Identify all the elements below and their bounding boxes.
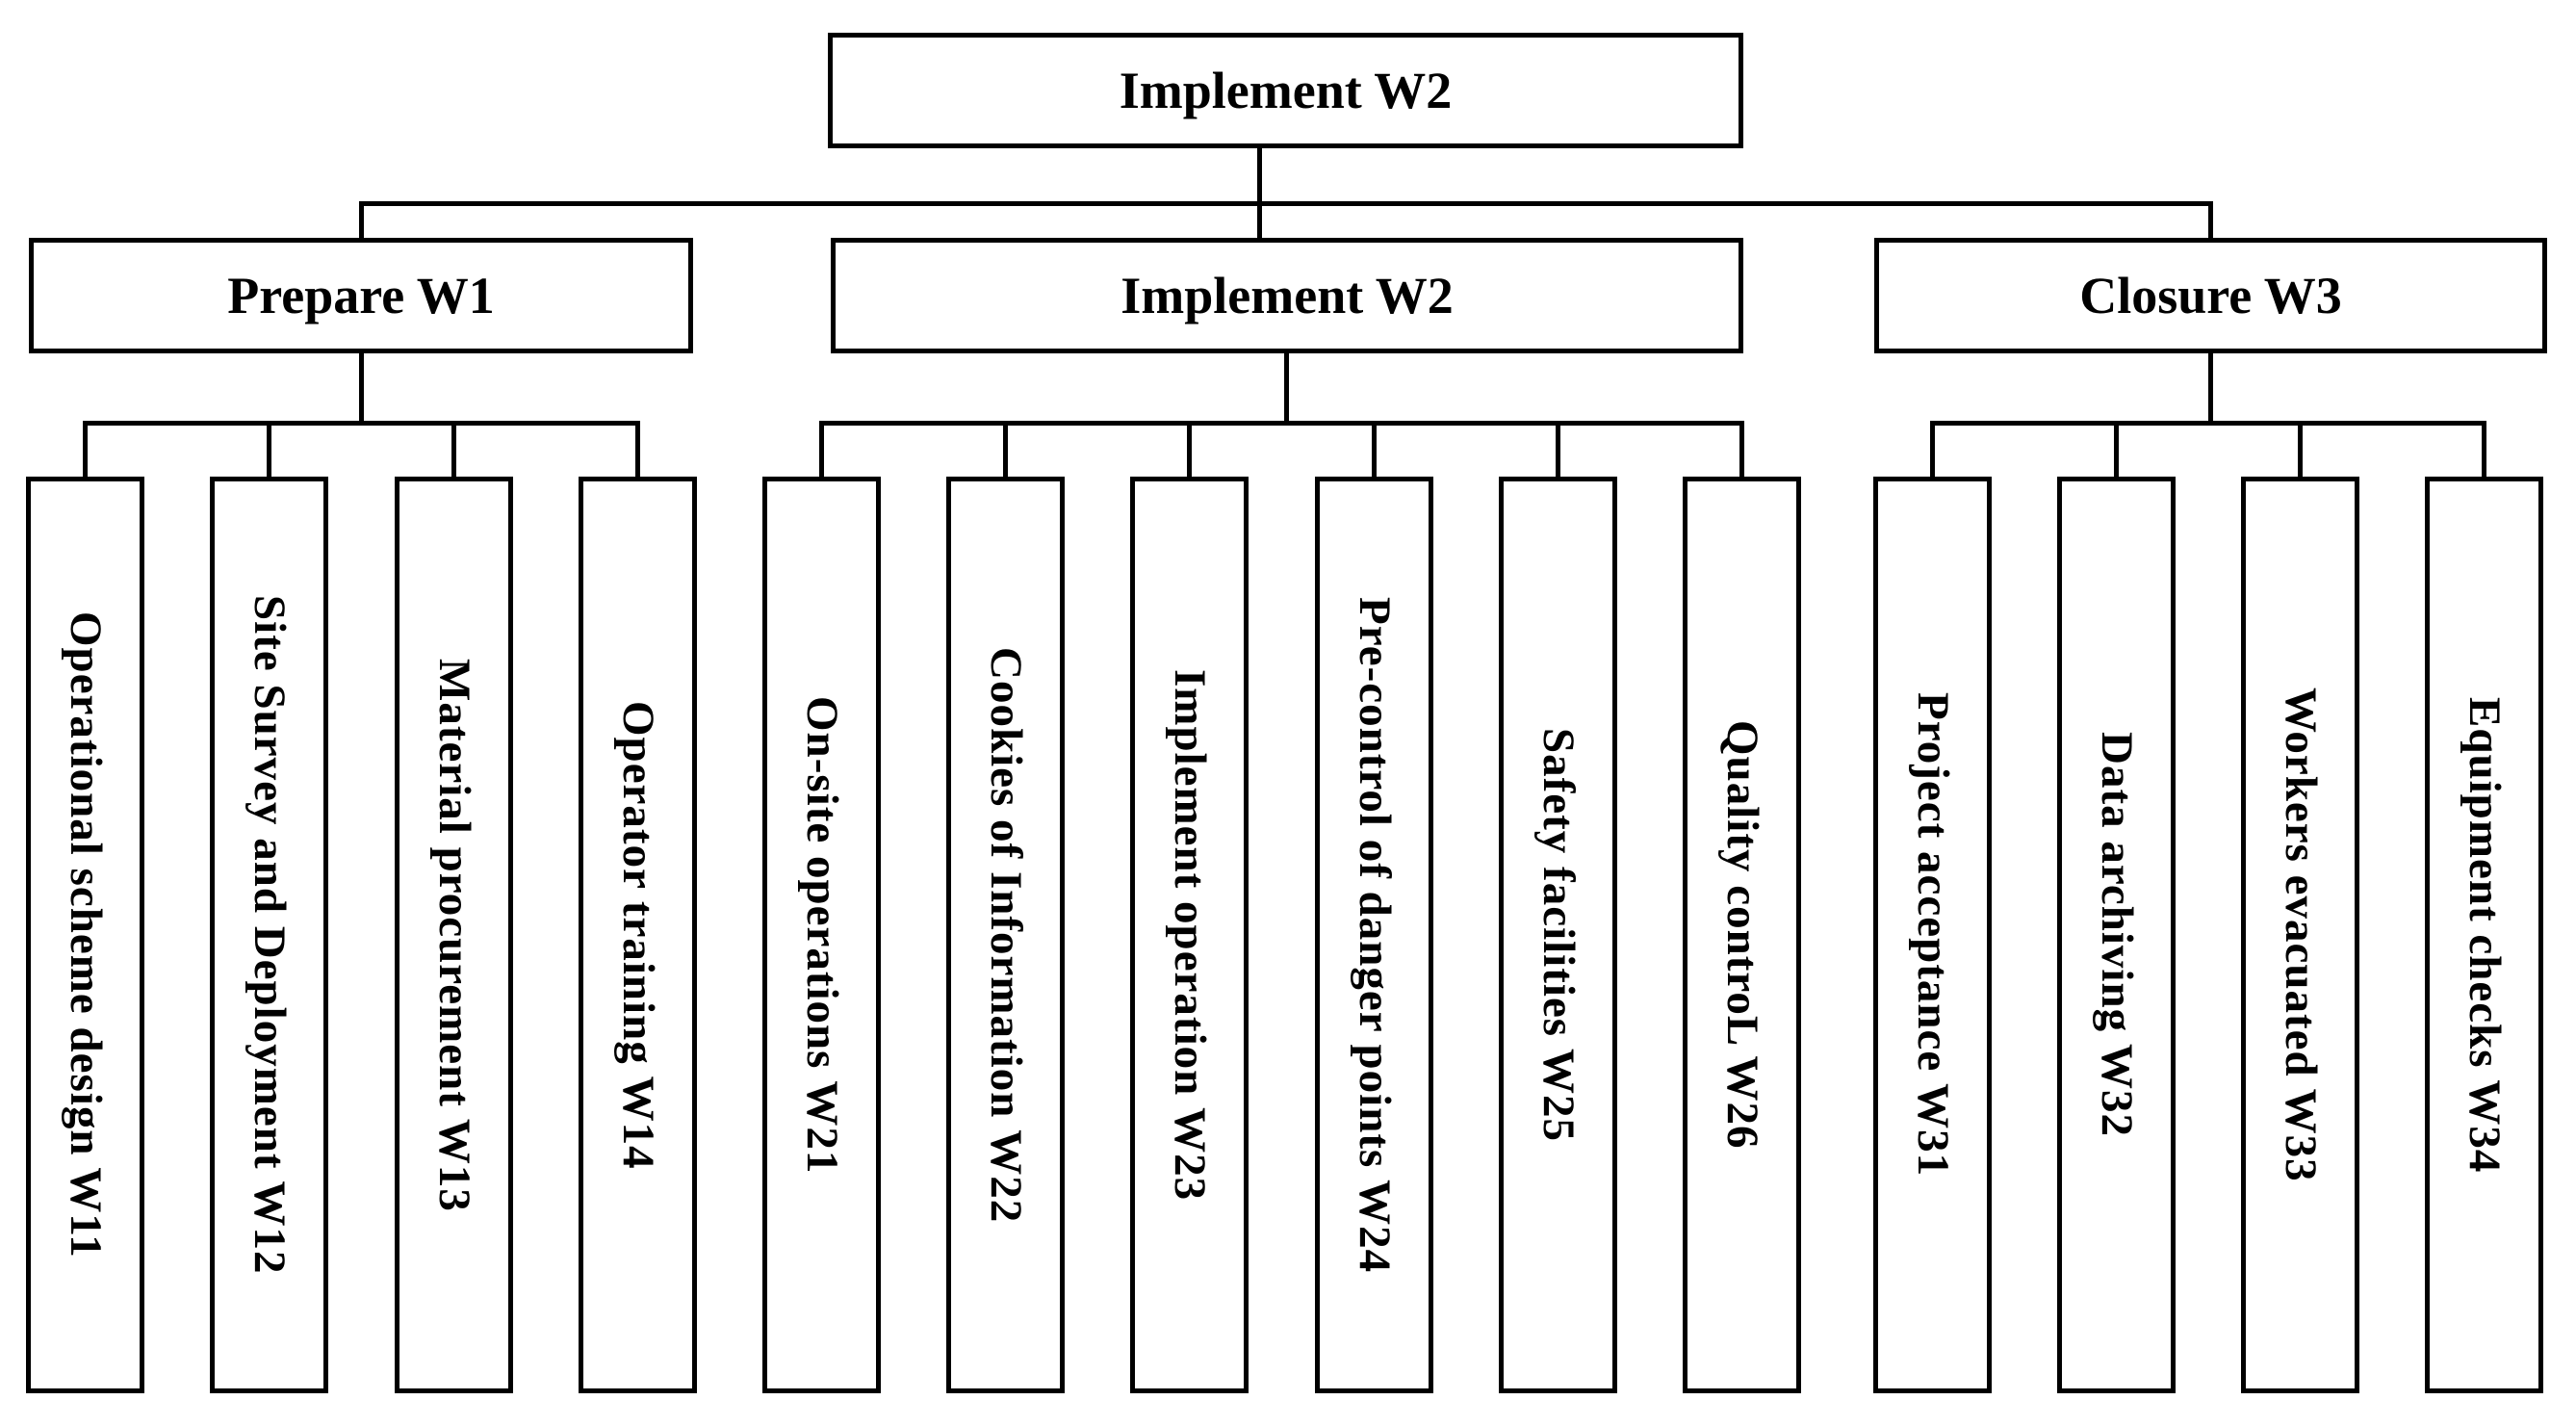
connector-level1-horizontal	[359, 201, 2213, 206]
task-box-w34: Equipment checks W34	[2425, 477, 2543, 1393]
task-box-w24: Pre-control of danger points W24	[1315, 477, 1433, 1393]
connector-w26-drop	[1739, 421, 1744, 477]
phase-label: Prepare W1	[227, 267, 495, 324]
task-label: Operational scheme design W11	[61, 611, 111, 1258]
task-box-w31: Project acceptance W31	[1873, 477, 1992, 1393]
task-box-w13: Material procurement W13	[395, 477, 513, 1393]
task-label: Pre-control of danger points W24	[1350, 596, 1400, 1274]
task-box-w26: Quality controL W26	[1683, 477, 1801, 1393]
connector-w22-drop	[1003, 421, 1008, 477]
task-label: On-site operations W21	[797, 695, 847, 1175]
connector-w23-drop	[1187, 421, 1192, 477]
connector-w12-drop	[267, 421, 271, 477]
root-box: Implement W2	[828, 33, 1743, 148]
task-label: Material procurement W13	[429, 658, 479, 1212]
task-box-w25: Safety facilities W25	[1499, 477, 1617, 1393]
connector-group2-parent-stub	[1284, 351, 1289, 426]
connector-root-vertical	[1257, 146, 1262, 238]
connector-closure-drop	[2208, 201, 2213, 238]
task-box-w12: Site Survey and Deployment W12	[210, 477, 328, 1393]
connector-w24-drop	[1372, 421, 1377, 477]
phase-label: Implement W2	[1121, 267, 1454, 324]
phase-box-closure-w3: Closure W3	[1874, 238, 2547, 353]
task-label: Quality controL W26	[1717, 720, 1767, 1150]
connector-w25-drop	[1556, 421, 1560, 477]
task-box-w22: Cookies of Information W22	[946, 477, 1065, 1393]
root-label: Implement W2	[1119, 62, 1453, 119]
task-label: Operator training W14	[613, 700, 663, 1170]
connector-w31-drop	[1930, 421, 1935, 477]
task-box-w33: Workers evacuated W33	[2241, 477, 2359, 1393]
task-box-w14: Operator training W14	[579, 477, 697, 1393]
connector-group1-parent-stub	[359, 351, 364, 426]
task-box-w23: Implement operation W23	[1130, 477, 1249, 1393]
task-box-w11: Operational scheme design W11	[26, 477, 144, 1393]
connector-group1-horizontal	[83, 421, 640, 426]
phase-label: Closure W3	[2079, 267, 2342, 324]
task-label: Project acceptance W31	[1908, 692, 1958, 1178]
phase-box-prepare-w1: Prepare W1	[29, 238, 693, 353]
task-label: Site Survey and Deployment W12	[245, 595, 295, 1275]
connector-w34-drop	[2482, 421, 2486, 477]
task-label: Workers evacuated W33	[2276, 687, 2326, 1182]
connector-w33-drop	[2298, 421, 2303, 477]
phase-box-implement-w2: Implement W2	[831, 238, 1743, 353]
connector-group3-horizontal	[1930, 421, 2486, 426]
task-label: Safety facilities W25	[1533, 727, 1584, 1142]
task-box-w32: Data archiving W32	[2057, 477, 2176, 1393]
connector-w14-drop	[635, 421, 640, 477]
connector-w21-drop	[819, 421, 824, 477]
connector-group2-horizontal	[819, 421, 1744, 426]
connector-w13-drop	[451, 421, 456, 477]
connector-w32-drop	[2114, 421, 2119, 477]
connector-group3-parent-stub	[2208, 351, 2213, 426]
connector-prepare-drop	[359, 201, 364, 238]
task-box-w21: On-site operations W21	[762, 477, 881, 1393]
connector-w11-drop	[83, 421, 88, 477]
task-label: Implement operation W23	[1165, 668, 1215, 1202]
task-label: Cookies of Information W22	[981, 646, 1031, 1224]
task-label: Data archiving W32	[2092, 732, 2142, 1138]
task-label: Equipment checks W34	[2460, 696, 2510, 1174]
